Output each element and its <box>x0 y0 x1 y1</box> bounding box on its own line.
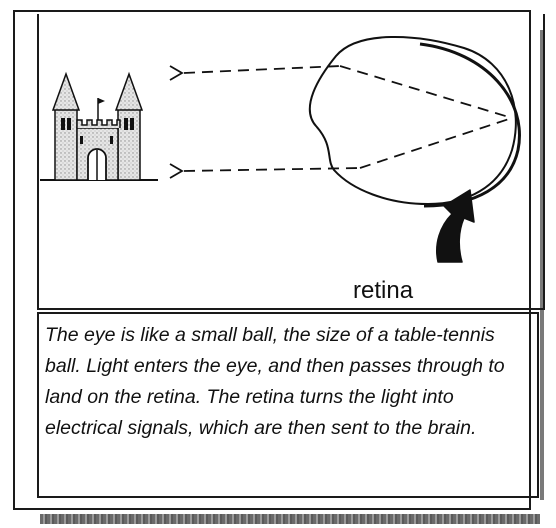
caption-text: The eye is like a small ball, the size o… <box>45 320 529 444</box>
castle-icon <box>53 74 142 180</box>
retina-label: retina <box>353 278 413 304</box>
light-rays <box>184 66 512 171</box>
eye-icon <box>310 37 520 206</box>
pointer-arrow-icon <box>437 190 474 262</box>
ray-bottom-arrowhead <box>170 164 182 178</box>
ray-top-arrowhead <box>170 66 182 80</box>
caption-box: The eye is like a small ball, the size o… <box>37 312 539 498</box>
